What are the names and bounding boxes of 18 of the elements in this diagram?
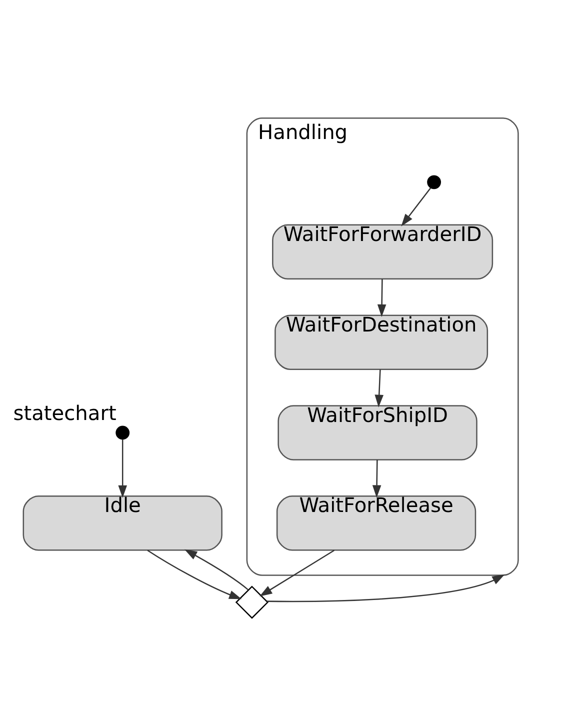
arrow: [377, 278, 386, 316]
arrow: [260, 549, 335, 596]
node-box: WaitForForwarderID: [272, 224, 494, 280]
node-label: statechart: [13, 400, 116, 424]
arrow: [118, 438, 127, 498]
node-box: Idle: [22, 495, 222, 550]
arrow: [372, 459, 382, 498]
arrow: [266, 574, 505, 602]
node-circle: [427, 174, 441, 189]
arrow: [147, 549, 242, 599]
node-diamond: [235, 585, 269, 618]
arrow: [184, 548, 248, 590]
arrow: [401, 186, 432, 226]
node-box: WaitForRelease: [276, 495, 476, 550]
node-circle: [116, 425, 130, 440]
node-box: WaitForShipID: [278, 404, 478, 460]
arrow: [374, 368, 384, 407]
node-box: WaitForDestination: [274, 314, 488, 370]
